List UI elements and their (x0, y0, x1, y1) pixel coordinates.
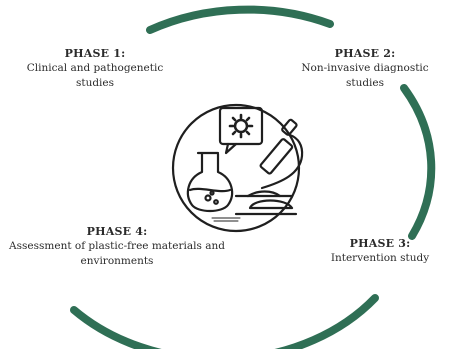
laboratory-icon (171, 103, 304, 233)
phase-1-description: Clinical and pathogenetic studies (26, 62, 164, 89)
phase-4-label: PHASE 4: Assessment of plastic-free mate… (2, 224, 232, 269)
phase-1-label: PHASE 1: Clinical and pathogenetic studi… (20, 46, 170, 91)
phase-2-title: PHASE 2: (334, 47, 396, 60)
microscope-icon (234, 118, 304, 216)
phase-2-description: Non-invasive diagnostic studies (301, 62, 429, 89)
phase-2-label: PHASE 2: Non-invasive diagnostic studies (300, 46, 430, 91)
icon-caption-mark (211, 217, 241, 222)
cycle-ring (70, 5, 436, 349)
phase-4-title: PHASE 4: (86, 225, 148, 238)
speech-bubble-icon (218, 106, 264, 155)
phase-4-description: Assessment of plastic-free materials and… (9, 240, 225, 267)
phase-3-title: PHASE 3: (349, 237, 411, 250)
gear-icon (228, 113, 254, 139)
phase-3-description: Intervention study (330, 252, 430, 264)
phase-3-label: PHASE 3: Intervention study (318, 236, 442, 266)
icon-circle (171, 103, 301, 233)
flask-icon (186, 151, 234, 213)
ring-arc-bottom (70, 294, 379, 349)
phase-1-title: PHASE 1: (64, 47, 126, 60)
ring-arc-right (400, 84, 436, 240)
ring-arc-top (146, 5, 334, 34)
